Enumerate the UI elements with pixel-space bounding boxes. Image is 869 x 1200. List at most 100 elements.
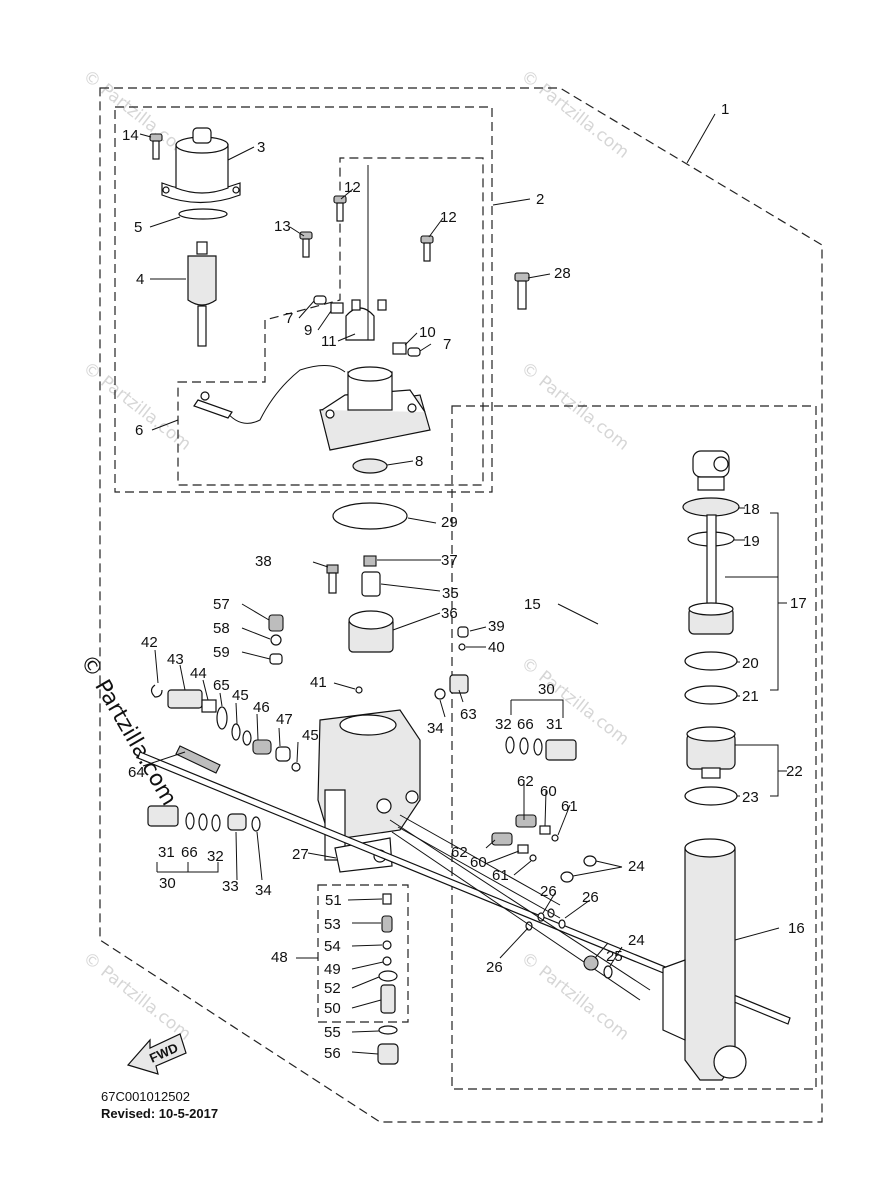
frame-assembly-15 <box>451 405 817 1090</box>
part-number-label: 63 <box>460 706 477 723</box>
part-number-label: 26 <box>582 889 599 906</box>
screw-part <box>299 231 313 258</box>
seal-part <box>352 458 388 474</box>
part-number-label: 50 <box>324 1000 341 1017</box>
part-number-label: 44 <box>190 665 207 682</box>
spring-part <box>491 814 597 883</box>
part-number-label: 4 <box>136 271 144 288</box>
diagram-code: 67C001012502 <box>101 1089 190 1104</box>
part-number-label: 5 <box>134 219 142 236</box>
part-number-label: 12 <box>440 209 457 226</box>
frame-sub-motor <box>177 157 484 486</box>
part-number-label: 55 <box>324 1024 341 1041</box>
part-number-label: 66 <box>181 844 198 861</box>
part-number-label: 26 <box>540 883 557 900</box>
part-number-label: 47 <box>276 711 293 728</box>
part-number-label: 25 <box>606 948 623 965</box>
filter-part <box>583 955 599 971</box>
part-number-label: 48 <box>271 949 288 966</box>
watermark: © Partzilla.com <box>79 358 195 455</box>
part-number-label: 65 <box>213 677 230 694</box>
frame-assembly-2 <box>114 106 493 493</box>
part-number-label: 26 <box>486 959 503 976</box>
part-number-label: 34 <box>255 882 272 899</box>
o-ring-part <box>603 965 613 979</box>
part-number-label: 10 <box>419 324 436 341</box>
part-number-label: 36 <box>441 605 458 622</box>
part-number-label: 13 <box>274 218 291 235</box>
assembly-frames <box>99 87 823 1123</box>
o-ring-part <box>684 786 738 806</box>
part-number-label: 3 <box>257 139 265 156</box>
part-number-label: 12 <box>344 179 361 196</box>
part-number-label: 19 <box>743 533 760 550</box>
part-number-label: 20 <box>742 655 759 672</box>
part-number-label: 61 <box>561 798 578 815</box>
watermark: © Partzilla.com <box>517 66 633 163</box>
motor-base-part <box>193 365 431 451</box>
part-number-label: 1 <box>721 101 729 118</box>
brush-holder-part <box>313 165 421 357</box>
parts-layer: FWD <box>126 127 791 1081</box>
part-number-label: 62 <box>517 773 534 790</box>
part-number-label: 52 <box>324 980 341 997</box>
screw-part <box>149 133 163 160</box>
check-valve-part <box>505 736 577 761</box>
part-number-label: 39 <box>488 618 505 635</box>
part-number-label: 42 <box>141 634 158 651</box>
screw-part <box>333 195 347 222</box>
part-number-label: 22 <box>786 763 803 780</box>
part-number-label: 11 <box>321 333 337 350</box>
o-ring-part <box>332 502 408 530</box>
part-number-label: 60 <box>540 783 557 800</box>
part-number-label: 66 <box>517 716 534 733</box>
o-ring-part <box>684 651 738 671</box>
bolt-part <box>514 272 530 310</box>
pump-part <box>326 555 469 694</box>
o-ring-part <box>178 208 228 220</box>
part-number-label: 31 <box>158 844 175 861</box>
valve-part <box>268 614 284 665</box>
part-number-label: 30 <box>159 875 176 892</box>
part-number-label: 46 <box>253 699 270 716</box>
pipe-part <box>389 814 651 1001</box>
part-number-label: 38 <box>255 553 272 570</box>
part-number-label: 34 <box>427 720 444 737</box>
part-number-label: 37 <box>441 552 458 569</box>
part-number-label: 2 <box>536 191 544 208</box>
part-number-label: 45 <box>232 687 249 704</box>
leader-lines <box>139 113 787 1055</box>
part-number-label: 56 <box>324 1045 341 1062</box>
shuttle-valve-part <box>150 684 301 772</box>
frame-assembly-48 <box>317 884 409 1023</box>
motor-part <box>161 127 241 204</box>
part-number-label: 24 <box>628 932 645 949</box>
part-number-label: 54 <box>324 938 341 955</box>
part-number-label: 61 <box>492 867 509 884</box>
part-number-label: 29 <box>441 514 458 531</box>
part-number-label: 15 <box>524 596 541 613</box>
fwd-arrow-icon: FWD <box>126 1033 187 1075</box>
part-number-label: 51 <box>325 892 342 909</box>
part-number-label: 32 <box>495 716 512 733</box>
part-number-label: 53 <box>324 916 341 933</box>
tilt-rod-part <box>682 450 740 635</box>
part-number-label: 9 <box>304 322 312 339</box>
plug-part <box>434 674 469 700</box>
part-number-label: 16 <box>788 920 805 937</box>
screw-part <box>420 235 434 262</box>
part-number-label: 64 <box>128 764 145 781</box>
part-number-label: 7 <box>443 336 451 353</box>
part-number-label: 23 <box>742 789 759 806</box>
part-number-label: 58 <box>213 620 230 637</box>
part-number-label: 32 <box>207 848 224 865</box>
part-number-label: 62 <box>451 844 468 861</box>
part-number-label: 60 <box>470 854 487 871</box>
tilt-cylinder-part <box>662 838 747 1081</box>
part-number-label: 6 <box>135 422 143 439</box>
armature-part <box>187 241 217 347</box>
part-number-label: 49 <box>324 961 341 978</box>
o-ring-part <box>684 685 738 705</box>
